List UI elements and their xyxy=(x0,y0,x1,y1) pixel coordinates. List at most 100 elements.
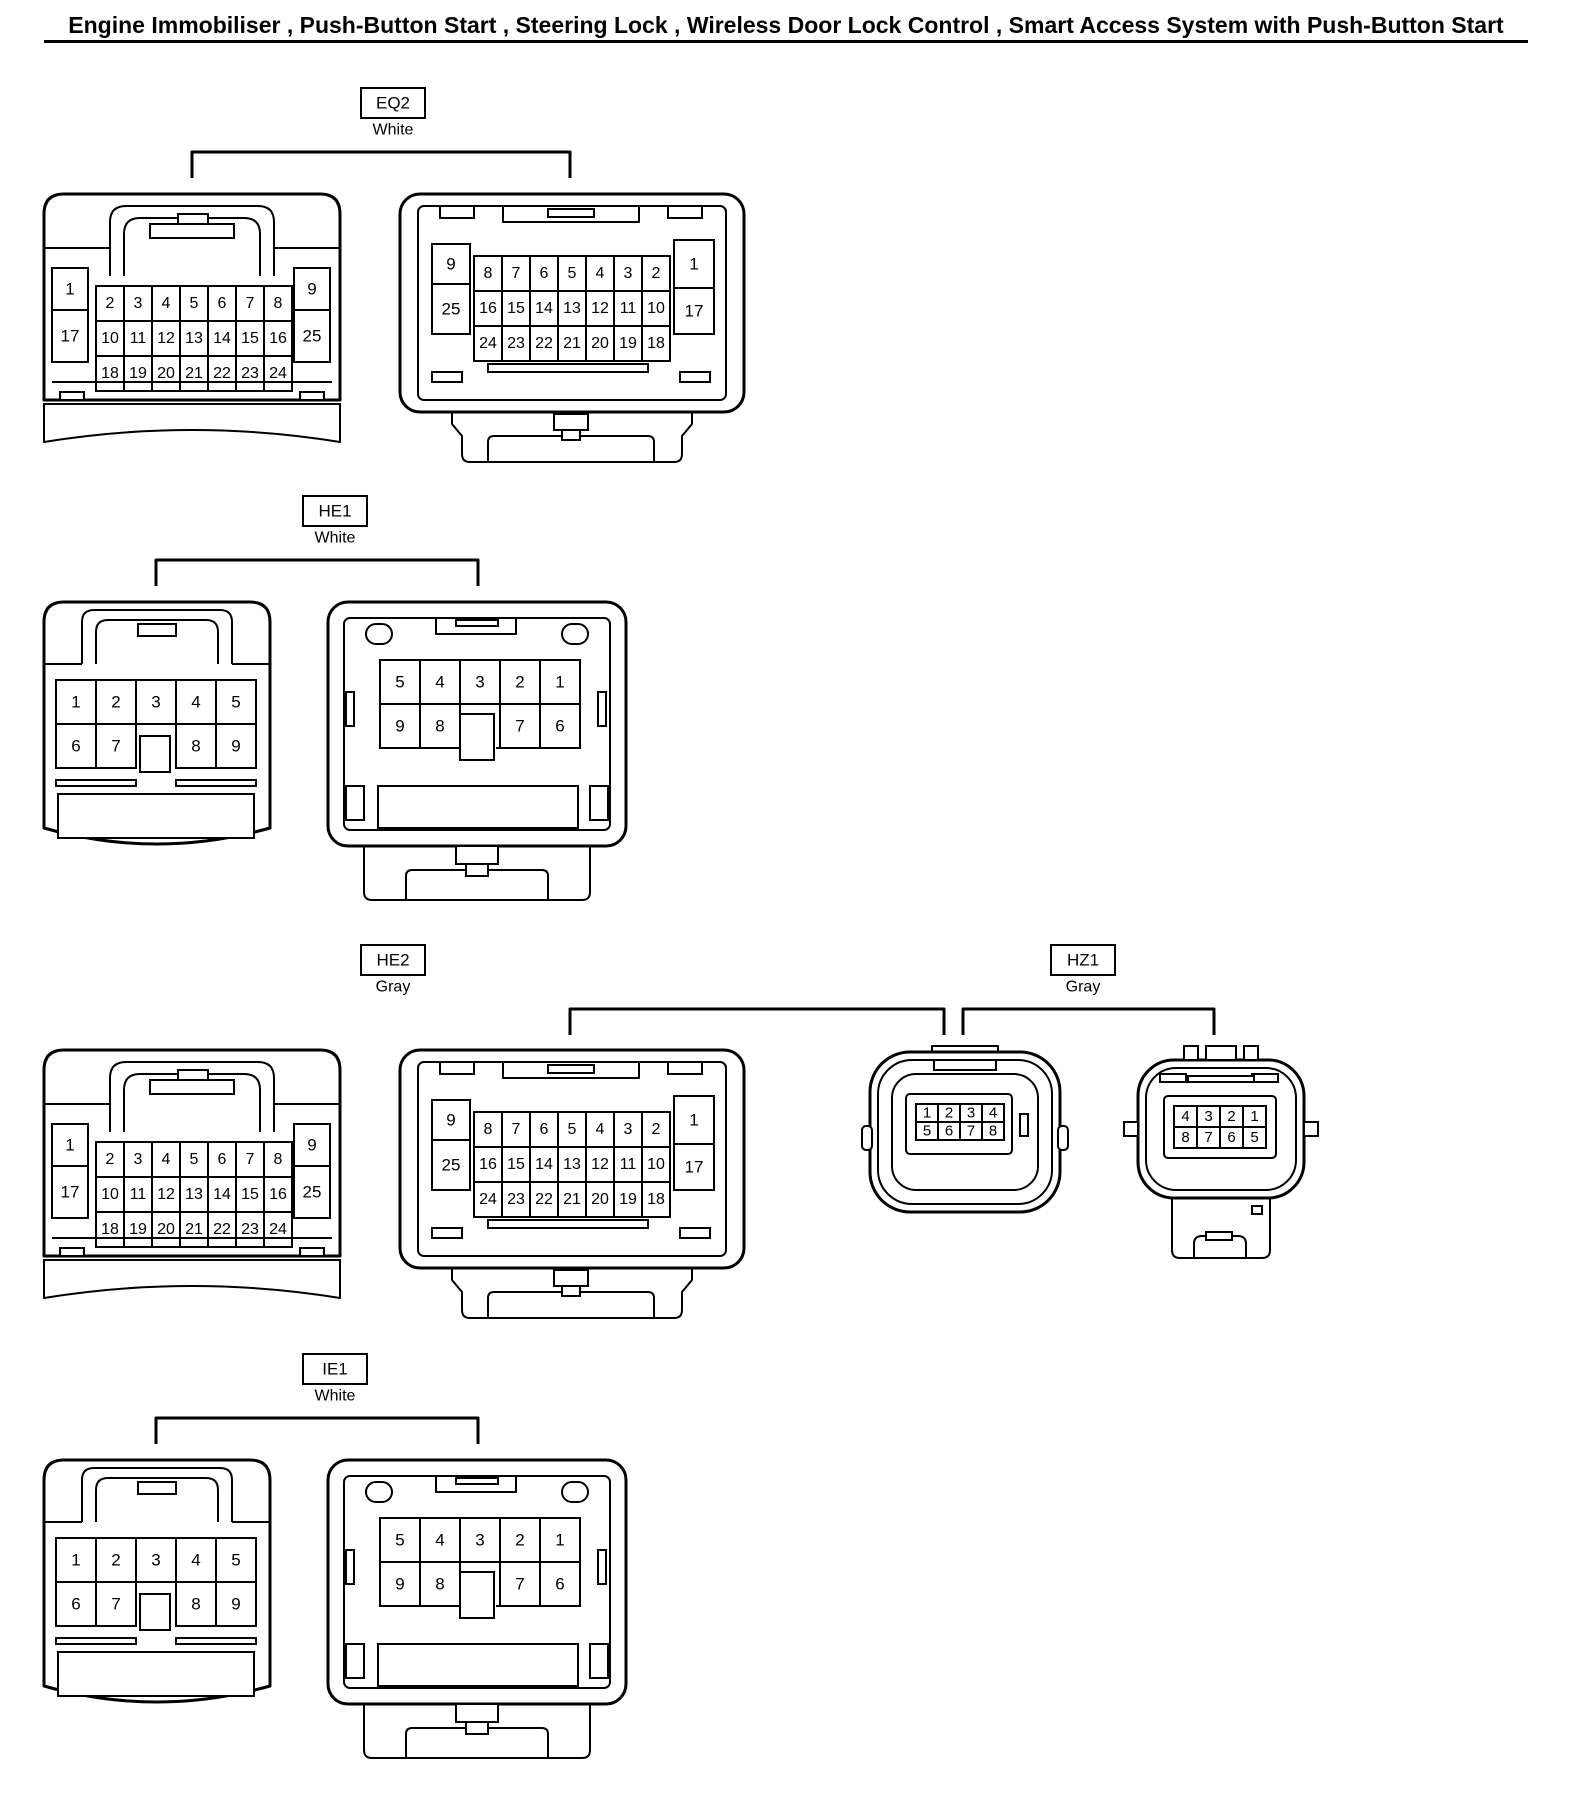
latch xyxy=(345,785,365,821)
pin-cell xyxy=(641,325,671,362)
pin-cell xyxy=(95,1141,125,1178)
pin-number: 6 xyxy=(218,295,227,312)
pin-number: 9 xyxy=(446,255,455,274)
pin-number: 16 xyxy=(479,300,497,317)
pin-number: 2 xyxy=(652,265,661,282)
pin-number: 18 xyxy=(647,335,665,352)
pin-cell xyxy=(557,1146,587,1183)
pin-number: 11 xyxy=(130,1186,147,1203)
pin-cell xyxy=(95,679,137,725)
pin-cell xyxy=(179,1211,209,1248)
pin-number: 20 xyxy=(157,1221,175,1238)
pin-number: 9 xyxy=(446,1111,455,1130)
pin-number: 18 xyxy=(101,365,119,382)
pin-number: 9 xyxy=(307,1136,316,1155)
latch xyxy=(597,691,607,727)
latch xyxy=(177,1069,209,1081)
latch xyxy=(1159,1073,1187,1083)
pin-cell xyxy=(293,309,331,363)
pin-number: 3 xyxy=(475,673,484,692)
latch xyxy=(1251,1073,1279,1083)
housing-outline xyxy=(81,1467,233,1522)
pin-number: 22 xyxy=(535,335,553,352)
pin-number: 23 xyxy=(507,1191,525,1208)
pin-cell xyxy=(501,255,531,292)
pin-number: 25 xyxy=(303,1183,322,1202)
latch xyxy=(933,1059,997,1071)
pin-number: 8 xyxy=(191,737,200,756)
latch xyxy=(175,1637,257,1645)
pin-number: 6 xyxy=(71,737,80,756)
pin-number: 25 xyxy=(442,1156,461,1175)
pin-number: 16 xyxy=(269,330,287,347)
connector-code-box xyxy=(360,944,426,976)
key-slot xyxy=(139,1593,171,1631)
pin-number: 7 xyxy=(1204,1129,1212,1146)
pin-number: 1 xyxy=(923,1105,931,1122)
connector-code: EQ2 xyxy=(376,94,410,113)
connector-bracket xyxy=(568,1007,946,1035)
pin-cell xyxy=(379,659,421,705)
pin-cell xyxy=(179,1141,209,1178)
pin-number: 9 xyxy=(395,1575,404,1594)
connector-bracket xyxy=(154,1416,480,1444)
latch xyxy=(59,1247,85,1257)
latch xyxy=(175,779,257,787)
housing-outline xyxy=(379,1518,581,1607)
latch xyxy=(487,363,649,373)
pin-number: 13 xyxy=(563,300,581,317)
pin-cell xyxy=(673,287,715,335)
pin-number: 8 xyxy=(274,295,283,312)
pin-number: 24 xyxy=(269,1221,287,1238)
pin-number: 5 xyxy=(1250,1129,1258,1146)
pin-number: 21 xyxy=(563,335,581,352)
pin-number: 22 xyxy=(213,365,231,382)
pin-number: 21 xyxy=(563,1191,581,1208)
pin-cell xyxy=(431,283,471,335)
pin-number: 11 xyxy=(620,300,637,317)
pin-number: 17 xyxy=(61,327,80,346)
pin-cell xyxy=(293,267,331,311)
housing-outline xyxy=(502,1062,640,1079)
pin-number: 3 xyxy=(624,265,633,282)
pin-cell xyxy=(207,1211,237,1248)
pin-number: 9 xyxy=(231,1595,240,1614)
pin-number: 4 xyxy=(191,693,200,712)
pin-number: 14 xyxy=(535,300,553,317)
housing-outline xyxy=(109,205,275,276)
pin-cell xyxy=(673,1143,715,1191)
pin-cell xyxy=(613,1181,643,1218)
connector-code: HZ1 xyxy=(1067,951,1099,970)
pin-cell xyxy=(1242,1126,1267,1149)
pin-cell xyxy=(235,320,265,357)
pin-cell xyxy=(263,1176,293,1213)
housing-outline xyxy=(1171,1198,1271,1259)
housing-outline xyxy=(451,1268,693,1319)
pin-number: 4 xyxy=(191,1551,200,1570)
pin-number: 18 xyxy=(647,1191,665,1208)
pin-number: 8 xyxy=(435,1575,444,1594)
pin-number: 5 xyxy=(568,1121,577,1138)
latch xyxy=(365,623,393,645)
latch xyxy=(487,1219,649,1229)
pin-number: 6 xyxy=(540,265,549,282)
pin-number: 6 xyxy=(555,717,564,736)
pin-number: 6 xyxy=(540,1121,549,1138)
pin-number: 3 xyxy=(134,295,143,312)
pin-cell xyxy=(51,1123,89,1167)
pin-number: 2 xyxy=(945,1105,953,1122)
pin-number: 15 xyxy=(241,1186,259,1203)
pin-row-frame xyxy=(377,1643,579,1687)
connector-code-box xyxy=(1050,944,1116,976)
pin-number: 1 xyxy=(689,1111,698,1130)
latch xyxy=(345,1643,365,1679)
pin-row-frame xyxy=(377,785,579,829)
housing-outline xyxy=(95,1477,219,1522)
latch xyxy=(55,779,137,787)
pin-number: 24 xyxy=(479,1191,497,1208)
latch xyxy=(137,1481,177,1495)
